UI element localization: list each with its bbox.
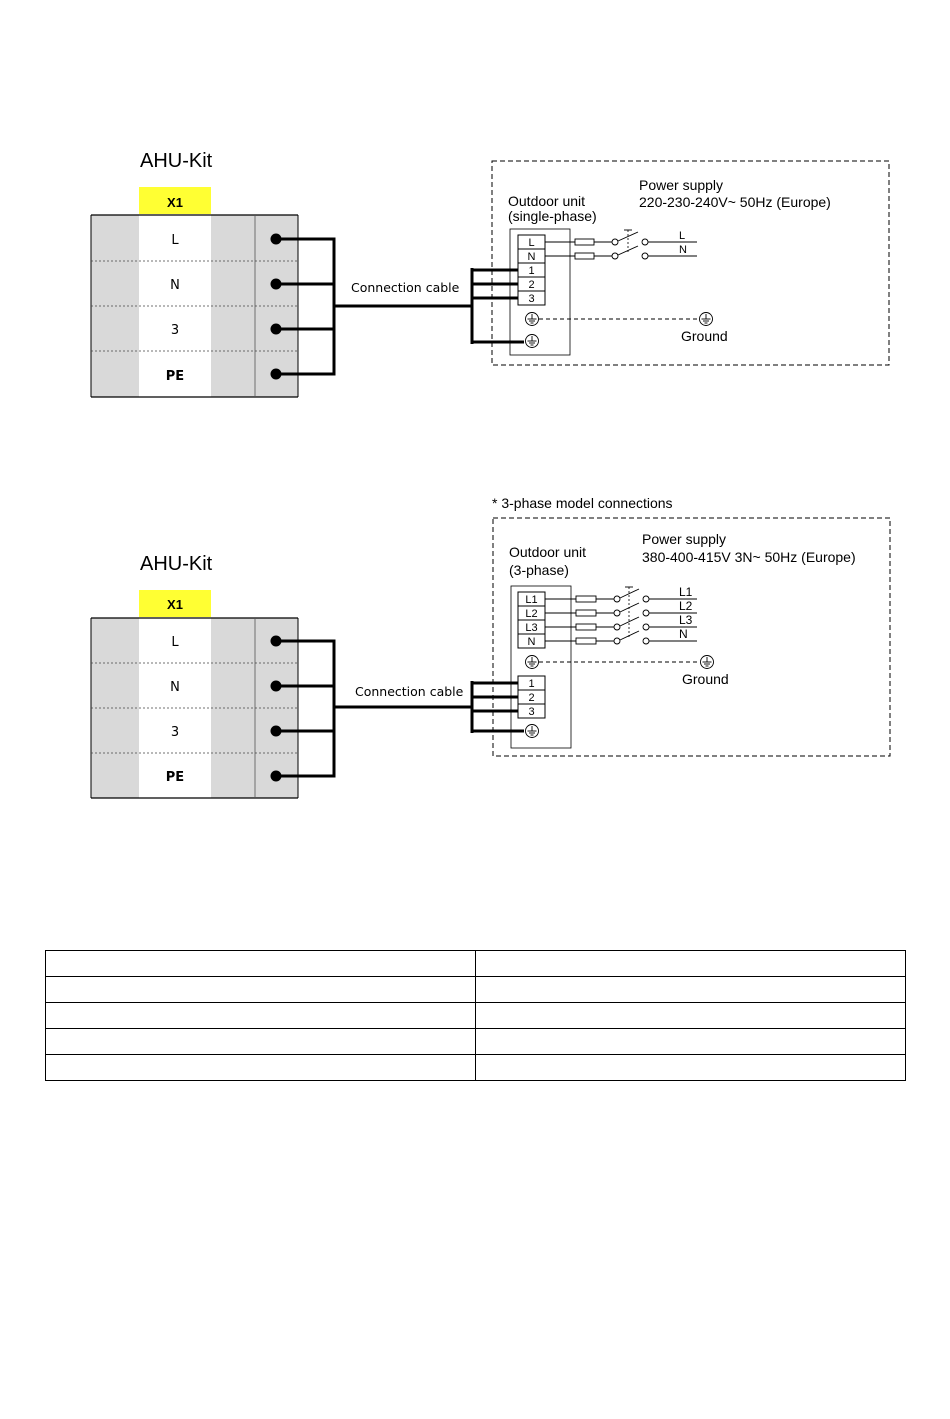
ahu-kit-title: AHU-Kit	[140, 150, 213, 172]
unit-terminal-n: N	[528, 636, 536, 648]
x1-header	[139, 590, 211, 617]
unit-terminal-3: 3	[528, 293, 534, 305]
supply-line-n	[545, 245, 697, 260]
unit-terminal-n: N	[528, 251, 536, 263]
wiring-diagram-three-phase: * 3-phase model connections AHU-Kit X1 L…	[90, 495, 891, 799]
line-label-n: N	[679, 627, 688, 641]
table-row	[45, 1028, 906, 1055]
terminal-label-l: L	[171, 233, 179, 248]
table-row	[45, 950, 906, 977]
power-supply-spec: 220-230-240V~ 50Hz (Europe)	[639, 194, 831, 210]
outdoor-unit-enclosure	[491, 160, 890, 366]
power-supply-title: Power supply	[639, 177, 723, 193]
ground-label: Ground	[682, 671, 729, 687]
terminal-label-pe: PE	[166, 770, 184, 785]
x1-header-label: X1	[167, 195, 183, 210]
table-cell	[475, 976, 906, 1003]
terminal-label-n: N	[170, 680, 180, 695]
ground-label: Ground	[681, 328, 728, 344]
table-cell	[475, 1054, 906, 1081]
power-supply-spec: 380-400-415V 3N~ 50Hz (Europe)	[642, 549, 856, 565]
x1-header	[139, 187, 211, 214]
supply-line-l1	[545, 588, 697, 603]
power-supply-title: Power supply	[642, 531, 726, 547]
line-label-l: L	[679, 230, 685, 242]
ground-symbol-icon	[525, 655, 539, 669]
table-cell	[45, 950, 476, 977]
line-label-l1: L1	[679, 585, 693, 599]
unit-terminal-2: 2	[528, 279, 534, 291]
x1-header-label: X1	[167, 597, 183, 612]
connection-cable-label: Connection cable	[351, 280, 460, 295]
unit-terminal-2: 2	[528, 692, 534, 704]
line-label-n: N	[679, 244, 687, 256]
supply-line-l2	[545, 602, 697, 617]
ahu-cable-bundle	[276, 237, 524, 376]
unit-terminal-strip	[517, 234, 546, 306]
ground-symbol-icon	[700, 655, 714, 669]
empty-table	[45, 950, 906, 1081]
ground-symbol-icon	[525, 724, 539, 738]
unit-terminal-l1: L1	[525, 594, 537, 606]
unit-terminal-l2: L2	[525, 608, 537, 620]
unit-terminal-frame	[509, 228, 571, 356]
unit-terminal-1: 1	[528, 678, 534, 690]
table-cell	[475, 1002, 906, 1029]
supply-line-n	[545, 630, 697, 645]
table-cell	[475, 950, 906, 977]
unit-title-line1: Outdoor unit	[509, 544, 586, 560]
terminal-label-n: N	[170, 278, 180, 293]
unit-terminal-1: 1	[528, 265, 534, 277]
terminal-label-3: 3	[171, 323, 179, 338]
table-row	[45, 976, 906, 1003]
unit-terminal-strip-control	[517, 675, 546, 719]
unit-title-line1: Outdoor unit	[508, 193, 585, 209]
ahu-cable-bundle	[276, 639, 524, 778]
outdoor-unit-enclosure	[492, 517, 891, 757]
ahu-terminal-block	[90, 214, 299, 398]
supply-line-l	[545, 231, 697, 246]
unit-terminal-strip-power	[517, 591, 546, 649]
wiring-diagram-single-phase: AHU-Kit X1 L N 3 PE Connection cable	[90, 150, 890, 398]
table-cell	[45, 1054, 476, 1081]
unit-title-line2: (3-phase)	[509, 562, 569, 578]
table-cell	[45, 1028, 476, 1055]
ground-symbol-icon	[525, 334, 539, 348]
line-label-l2: L2	[679, 599, 693, 613]
three-phase-note: * 3-phase model connections	[492, 495, 673, 511]
table-row	[45, 1054, 906, 1081]
ahu-terminal-block	[90, 617, 299, 799]
table-cell	[475, 1028, 906, 1055]
ground-symbol-icon	[699, 312, 713, 326]
table-cell	[45, 1002, 476, 1029]
terminal-label-pe: PE	[166, 369, 184, 384]
terminal-label-3: 3	[171, 725, 179, 740]
unit-terminal-l3: L3	[525, 622, 537, 634]
ground-symbol-icon	[525, 312, 539, 326]
line-label-l3: L3	[679, 613, 693, 627]
unit-terminal-frame	[510, 585, 572, 749]
unit-terminal-3: 3	[528, 706, 534, 718]
ahu-kit-title: AHU-Kit	[140, 553, 213, 575]
table-cell	[45, 976, 476, 1003]
unit-terminal-l: L	[528, 237, 534, 249]
terminal-label-l: L	[171, 635, 179, 650]
supply-line-l3	[545, 616, 697, 631]
unit-title-line2: (single-phase)	[508, 208, 597, 224]
connection-cable-label: Connection cable	[355, 684, 464, 699]
table-row	[45, 1002, 906, 1029]
